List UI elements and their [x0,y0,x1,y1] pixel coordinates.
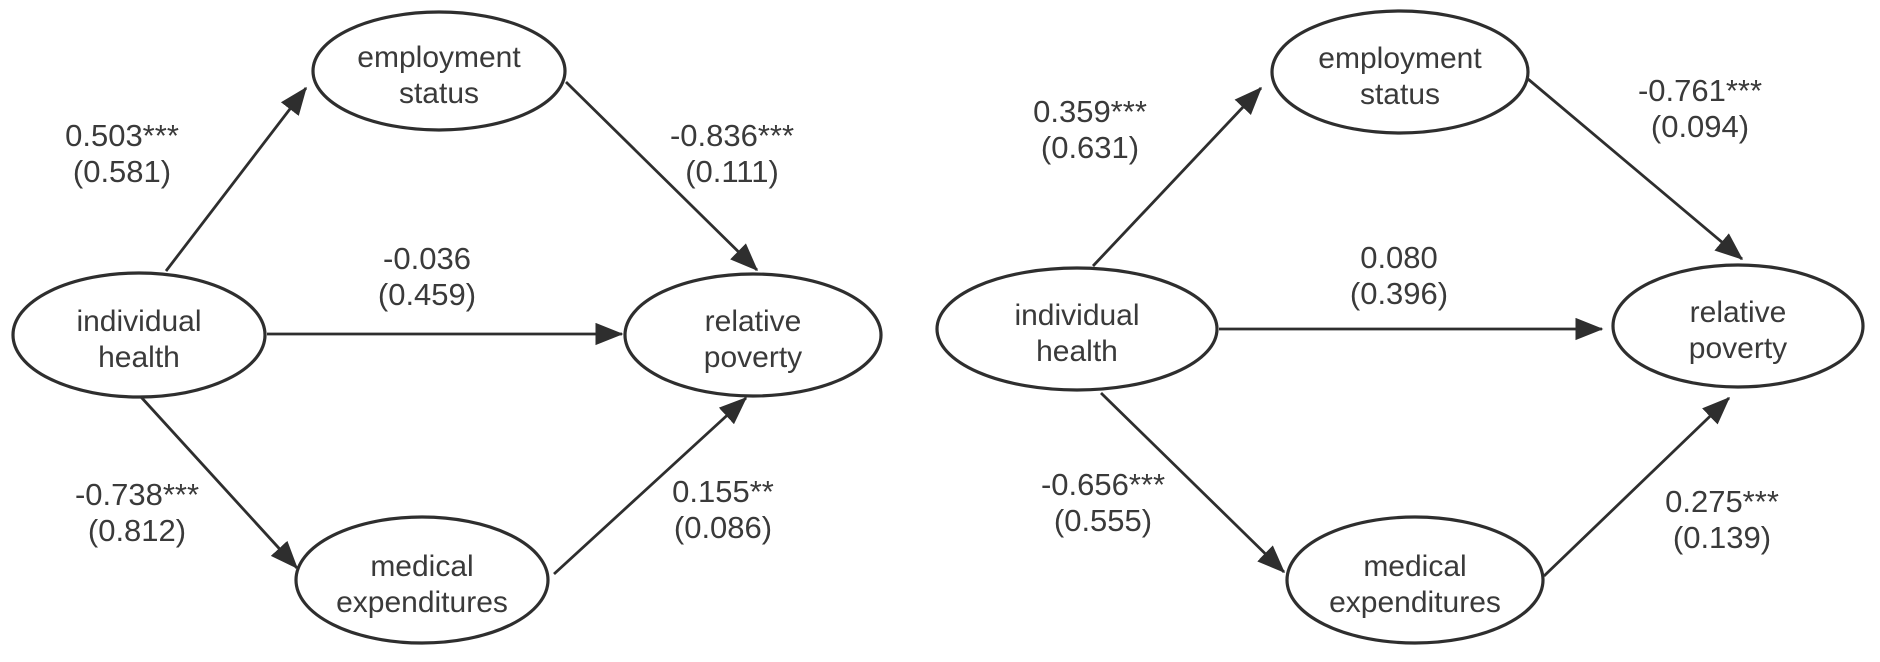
node-label-line: status [1360,78,1440,111]
node-ellipse-medical-expenditures [294,515,550,645]
edge-standard-error-medical-expenditures-to-relative-poverty: (0.139) [1673,520,1771,555]
edge-standard-error-individual-health-to-medical-expenditures: (0.555) [1054,503,1152,538]
edge-arrow-individual-health-to-medical-expenditures [1100,391,1286,574]
node-ellipse-relative-poverty [623,272,883,398]
edge-arrow-individual-health-to-employment-status [164,86,308,272]
edge-standard-error-employment-status-to-relative-poverty: (0.111) [685,154,779,189]
node-label-line: expenditures [1329,586,1501,619]
edge-arrow-individual-health-to-employment-status [1091,86,1263,267]
node-ellipse-employment-status [1270,9,1530,135]
node-label-line: poverty [704,341,802,374]
edge-coefficient-individual-health-to-medical-expenditures: -0.656*** [1041,467,1165,502]
node-label-line: health [98,341,180,374]
diagrams-root: 0.503***(0.581)-0.836***(0.111)-0.036(0.… [11,9,1865,645]
node-label-line: relative [705,305,802,338]
node-label-line: individual [1014,299,1139,332]
node-ellipse-individual-health [935,266,1219,392]
edge-arrow-employment-status-to-relative-poverty [1527,77,1744,261]
node-label-line: medical [370,550,473,583]
edge-coefficient-employment-status-to-relative-poverty: -0.836*** [670,118,794,153]
edge-standard-error-individual-health-to-employment-status: (0.631) [1041,130,1139,165]
node-ellipse-employment-status [311,10,567,132]
edge-coefficient-individual-health-to-employment-status: 0.359*** [1033,94,1147,129]
edge-coefficient-employment-status-to-relative-poverty: -0.761*** [1638,73,1762,108]
node-label-line: health [1036,335,1118,368]
edge-coefficient-medical-expenditures-to-relative-poverty: 0.155** [672,474,774,509]
edge-coefficient-individual-health-to-employment-status: 0.503*** [65,118,179,153]
node-label-line: employment [357,41,521,74]
edge-arrow-individual-health-to-medical-expenditures [139,396,299,570]
edge-coefficient-individual-health-to-medical-expenditures: -0.738*** [75,477,199,512]
node-label-line: expenditures [336,586,508,619]
edge-standard-error-individual-health-to-relative-poverty: (0.396) [1350,276,1448,311]
edge-standard-error-individual-health-to-employment-status: (0.581) [73,154,171,189]
edge-standard-error-individual-health-to-relative-poverty: (0.459) [378,277,476,312]
node-label-line: employment [1318,42,1482,75]
edge-standard-error-individual-health-to-medical-expenditures: (0.812) [88,513,186,548]
edge-coefficient-individual-health-to-relative-poverty: 0.080 [1360,240,1438,275]
node-label-line: relative [1690,296,1787,329]
node-ellipse-medical-expenditures [1285,515,1545,645]
node-label-line: individual [76,305,201,338]
edge-standard-error-employment-status-to-relative-poverty: (0.094) [1651,109,1749,144]
node-label-line: medical [1363,550,1466,583]
edge-arrow-medical-expenditures-to-relative-poverty [1543,396,1731,578]
edge-standard-error-medical-expenditures-to-relative-poverty: (0.086) [674,510,772,545]
node-ellipse-individual-health [11,271,267,399]
node-label-line: status [399,77,479,110]
edge-coefficient-individual-health-to-relative-poverty: -0.036 [383,241,471,276]
node-ellipse-relative-poverty [1611,263,1865,389]
node-label-line: poverty [1689,332,1787,365]
edge-arrow-employment-status-to-relative-poverty [565,81,758,271]
edge-coefficient-medical-expenditures-to-relative-poverty: 0.275*** [1665,484,1779,519]
edge-arrow-medical-expenditures-to-relative-poverty [553,396,748,576]
diagram-model-left: 0.503***(0.581)-0.836***(0.111)-0.036(0.… [11,10,883,645]
diagram-model-right: 0.359***(0.631) -0.761***(0.094) 0.080(0.3… [935,9,1865,645]
